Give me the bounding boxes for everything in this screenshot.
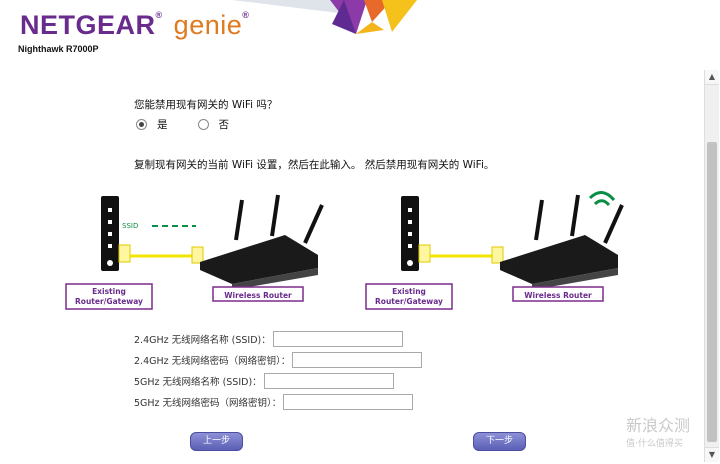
scroll-down-arrow-icon[interactable]: ▼ (705, 447, 719, 462)
radio-yes[interactable] (136, 119, 147, 130)
brand-reg-mark: ® (155, 10, 163, 20)
netgear-genie-logo: NETGEAR® genie® (20, 10, 249, 41)
brand-name: NETGEAR (20, 10, 156, 40)
vertical-scrollbar[interactable]: ▲ ▼ (704, 70, 719, 462)
field-24ghz-ssid: 2.4GHz 无线网络名称 (SSID)： (134, 331, 403, 347)
field-24ghz-password: 2.4GHz 无线网络密码（网络密钥）： (134, 352, 423, 368)
next-button[interactable]: 下一步 (473, 432, 526, 451)
field-5ghz-ssid-label: 5GHz 无线网络名称 (SSID)： (134, 377, 262, 388)
question-text: 您能禁用现有网关的 WiFi 吗？ (134, 99, 278, 111)
wireless-router-icon-right (500, 194, 624, 290)
radio-no-label[interactable]: 否 (218, 119, 230, 131)
watermark-subtext: 值·什么值得买 (626, 439, 683, 449)
password-24ghz-input[interactable] (292, 352, 423, 368)
wifi-signal-icon (588, 191, 616, 207)
right-router-label: Wireless Router (524, 291, 592, 300)
field-24ghz-password-label: 2.4GHz 无线网络密码（网络密钥）： (134, 356, 291, 367)
radio-yes-label[interactable]: 是 (157, 119, 168, 131)
product-reg-mark: ® (242, 10, 250, 20)
existing-gateway-icon-right (401, 196, 419, 271)
header-decoration (232, 0, 417, 34)
watermark-text: 新浪众测 (626, 416, 691, 435)
wireless-router-icon (200, 194, 324, 290)
svg-text:SSID: SSID (122, 222, 138, 230)
left-gateway-label-line1: Existing (92, 287, 126, 296)
app-header: NETGEAR® genie® Nighthawk R7000P (0, 0, 720, 64)
existing-gateway-icon (101, 196, 119, 271)
field-5ghz-ssid: 5GHz 无线网络名称 (SSID)： (134, 373, 394, 389)
wifi-disable-radio-group: 是 否 (136, 117, 259, 132)
left-router-label: Wireless Router (224, 291, 292, 300)
product-name: genie (173, 10, 243, 40)
instruction-text: 复制现有网关的当前 WiFi 设置，然后在此输入。 然后禁用现有网关的 WiFi… (134, 159, 495, 171)
ssid-signal-icon: SSID (122, 222, 196, 230)
password-5ghz-input[interactable] (283, 394, 414, 410)
left-gateway-label-line2: Router/Gateway (75, 297, 143, 306)
right-gateway-label-line2: Router/Gateway (375, 297, 443, 306)
field-5ghz-password: 5GHz 无线网络密码（网络密钥）： (134, 394, 414, 410)
ssid-24ghz-input[interactable] (272, 331, 403, 347)
watermark: 新浪众测 值·什么值得买 (626, 412, 690, 449)
scroll-thumb[interactable] (707, 142, 717, 442)
ssid-5ghz-input[interactable] (263, 373, 394, 389)
network-diagram: SSID Existing Router/Gateway Wireless Ro… (65, 191, 624, 310)
field-5ghz-password-label: 5GHz 无线网络密码（网络密钥）： (134, 398, 282, 409)
right-gateway-label-line1: Existing (392, 287, 426, 296)
back-button[interactable]: 上一步 (190, 432, 243, 451)
radio-no[interactable] (197, 119, 209, 130)
router-model: Nighthawk R7000P (18, 44, 99, 54)
field-24ghz-ssid-label: 2.4GHz 无线网络名称 (SSID)： (134, 335, 271, 346)
scroll-up-arrow-icon[interactable]: ▲ (705, 70, 719, 85)
